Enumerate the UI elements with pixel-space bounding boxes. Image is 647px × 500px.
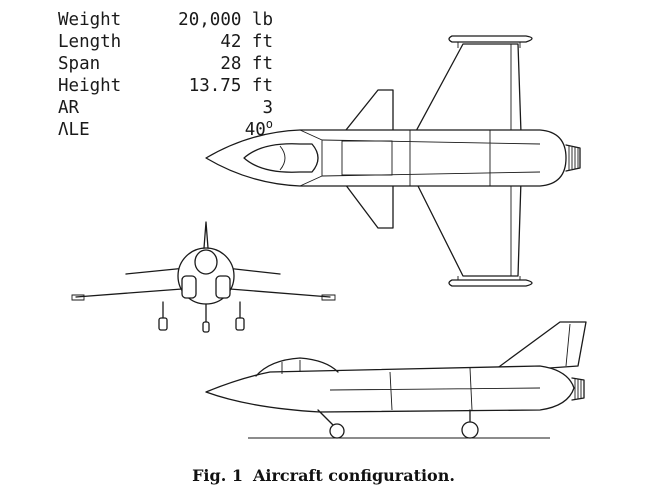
caption-text: Aircraft configuration.: [252, 466, 455, 485]
plan-view: [205, 35, 581, 287]
side-view-vertical-tail: [491, 321, 587, 373]
plan-view-upper-canard: [341, 89, 394, 136]
front-view-main-wheel-right: [235, 317, 245, 331]
degree-superscript: o: [265, 117, 273, 131]
front-view-wing-tip-missiles: [71, 294, 336, 301]
spec-label: ΛLE: [58, 120, 90, 140]
front-view-canard: [125, 267, 281, 275]
front-view-right-inlet: [215, 275, 231, 299]
plan-view-canopy: [243, 143, 319, 173]
spec-label: Length: [58, 32, 122, 52]
spec-value: 42 ft: [220, 32, 273, 52]
side-view-main-wheel: [461, 421, 479, 439]
spec-row-weight: Weight 20,000 lb: [58, 9, 273, 31]
side-view-canopy-frame: [281, 360, 301, 374]
spec-row-span: Span 28 ft: [58, 53, 273, 75]
plan-view-nozzle: [565, 144, 581, 172]
plan-view-fuselage: [205, 129, 567, 187]
side-view: [205, 321, 587, 439]
side-view-rudder-line: [565, 323, 571, 367]
specification-table: Weight 20,000 lb Length 42 ft Span 28 ft…: [58, 9, 273, 141]
spec-label: Weight: [58, 10, 122, 30]
side-view-nozzle-petals: [574, 379, 582, 399]
figure-caption: Fig. 1 Aircraft configuration.: [0, 466, 647, 485]
figure-number: Fig. 1: [192, 466, 243, 485]
plan-view-lower-canard: [341, 179, 394, 229]
spec-row-aspect-ratio: AR 3: [58, 97, 273, 119]
spec-value: 13.75 ft: [188, 76, 273, 96]
side-view-nose-gear-strut: [317, 409, 335, 427]
side-view-fuselage-lines: [329, 367, 541, 411]
plan-view-lower-wing: [414, 179, 522, 277]
spec-label: Height: [58, 76, 122, 96]
side-view-nose-wheel: [329, 423, 345, 439]
plan-view-canopy-frame: [279, 145, 286, 171]
spec-label: Span: [58, 54, 101, 74]
aircraft-three-view-drawing: [71, 35, 587, 439]
spec-row-length: Length 42 ft: [58, 31, 273, 53]
front-view-wing: [75, 288, 331, 298]
spec-value: 20,000 lb: [178, 10, 273, 30]
plan-view-lower-tip-rail: [457, 180, 521, 280]
plan-view-upper-tip-rail: [457, 42, 521, 133]
spec-row-height: Height 13.75 ft: [58, 75, 273, 97]
front-view-canopy: [194, 249, 218, 275]
plan-view-upper-tip-missile: [448, 35, 533, 43]
plan-view-fuselage-lines: [321, 130, 541, 186]
front-view: [71, 221, 336, 333]
spec-value: 28 ft: [220, 54, 273, 74]
plan-view-lower-tip-missile: [448, 279, 533, 287]
front-view-main-wheel-left: [158, 317, 168, 331]
plan-view-nozzle-petals: [568, 146, 579, 170]
spec-label: AR: [58, 98, 80, 118]
front-view-left-inlet: [181, 275, 197, 299]
spec-value: 3: [262, 98, 273, 118]
plan-view-upper-wing: [414, 43, 522, 134]
side-view-canopy: [255, 357, 339, 377]
front-view-vertical-tail: [203, 221, 209, 249]
front-view-nose-wheel: [202, 321, 210, 333]
